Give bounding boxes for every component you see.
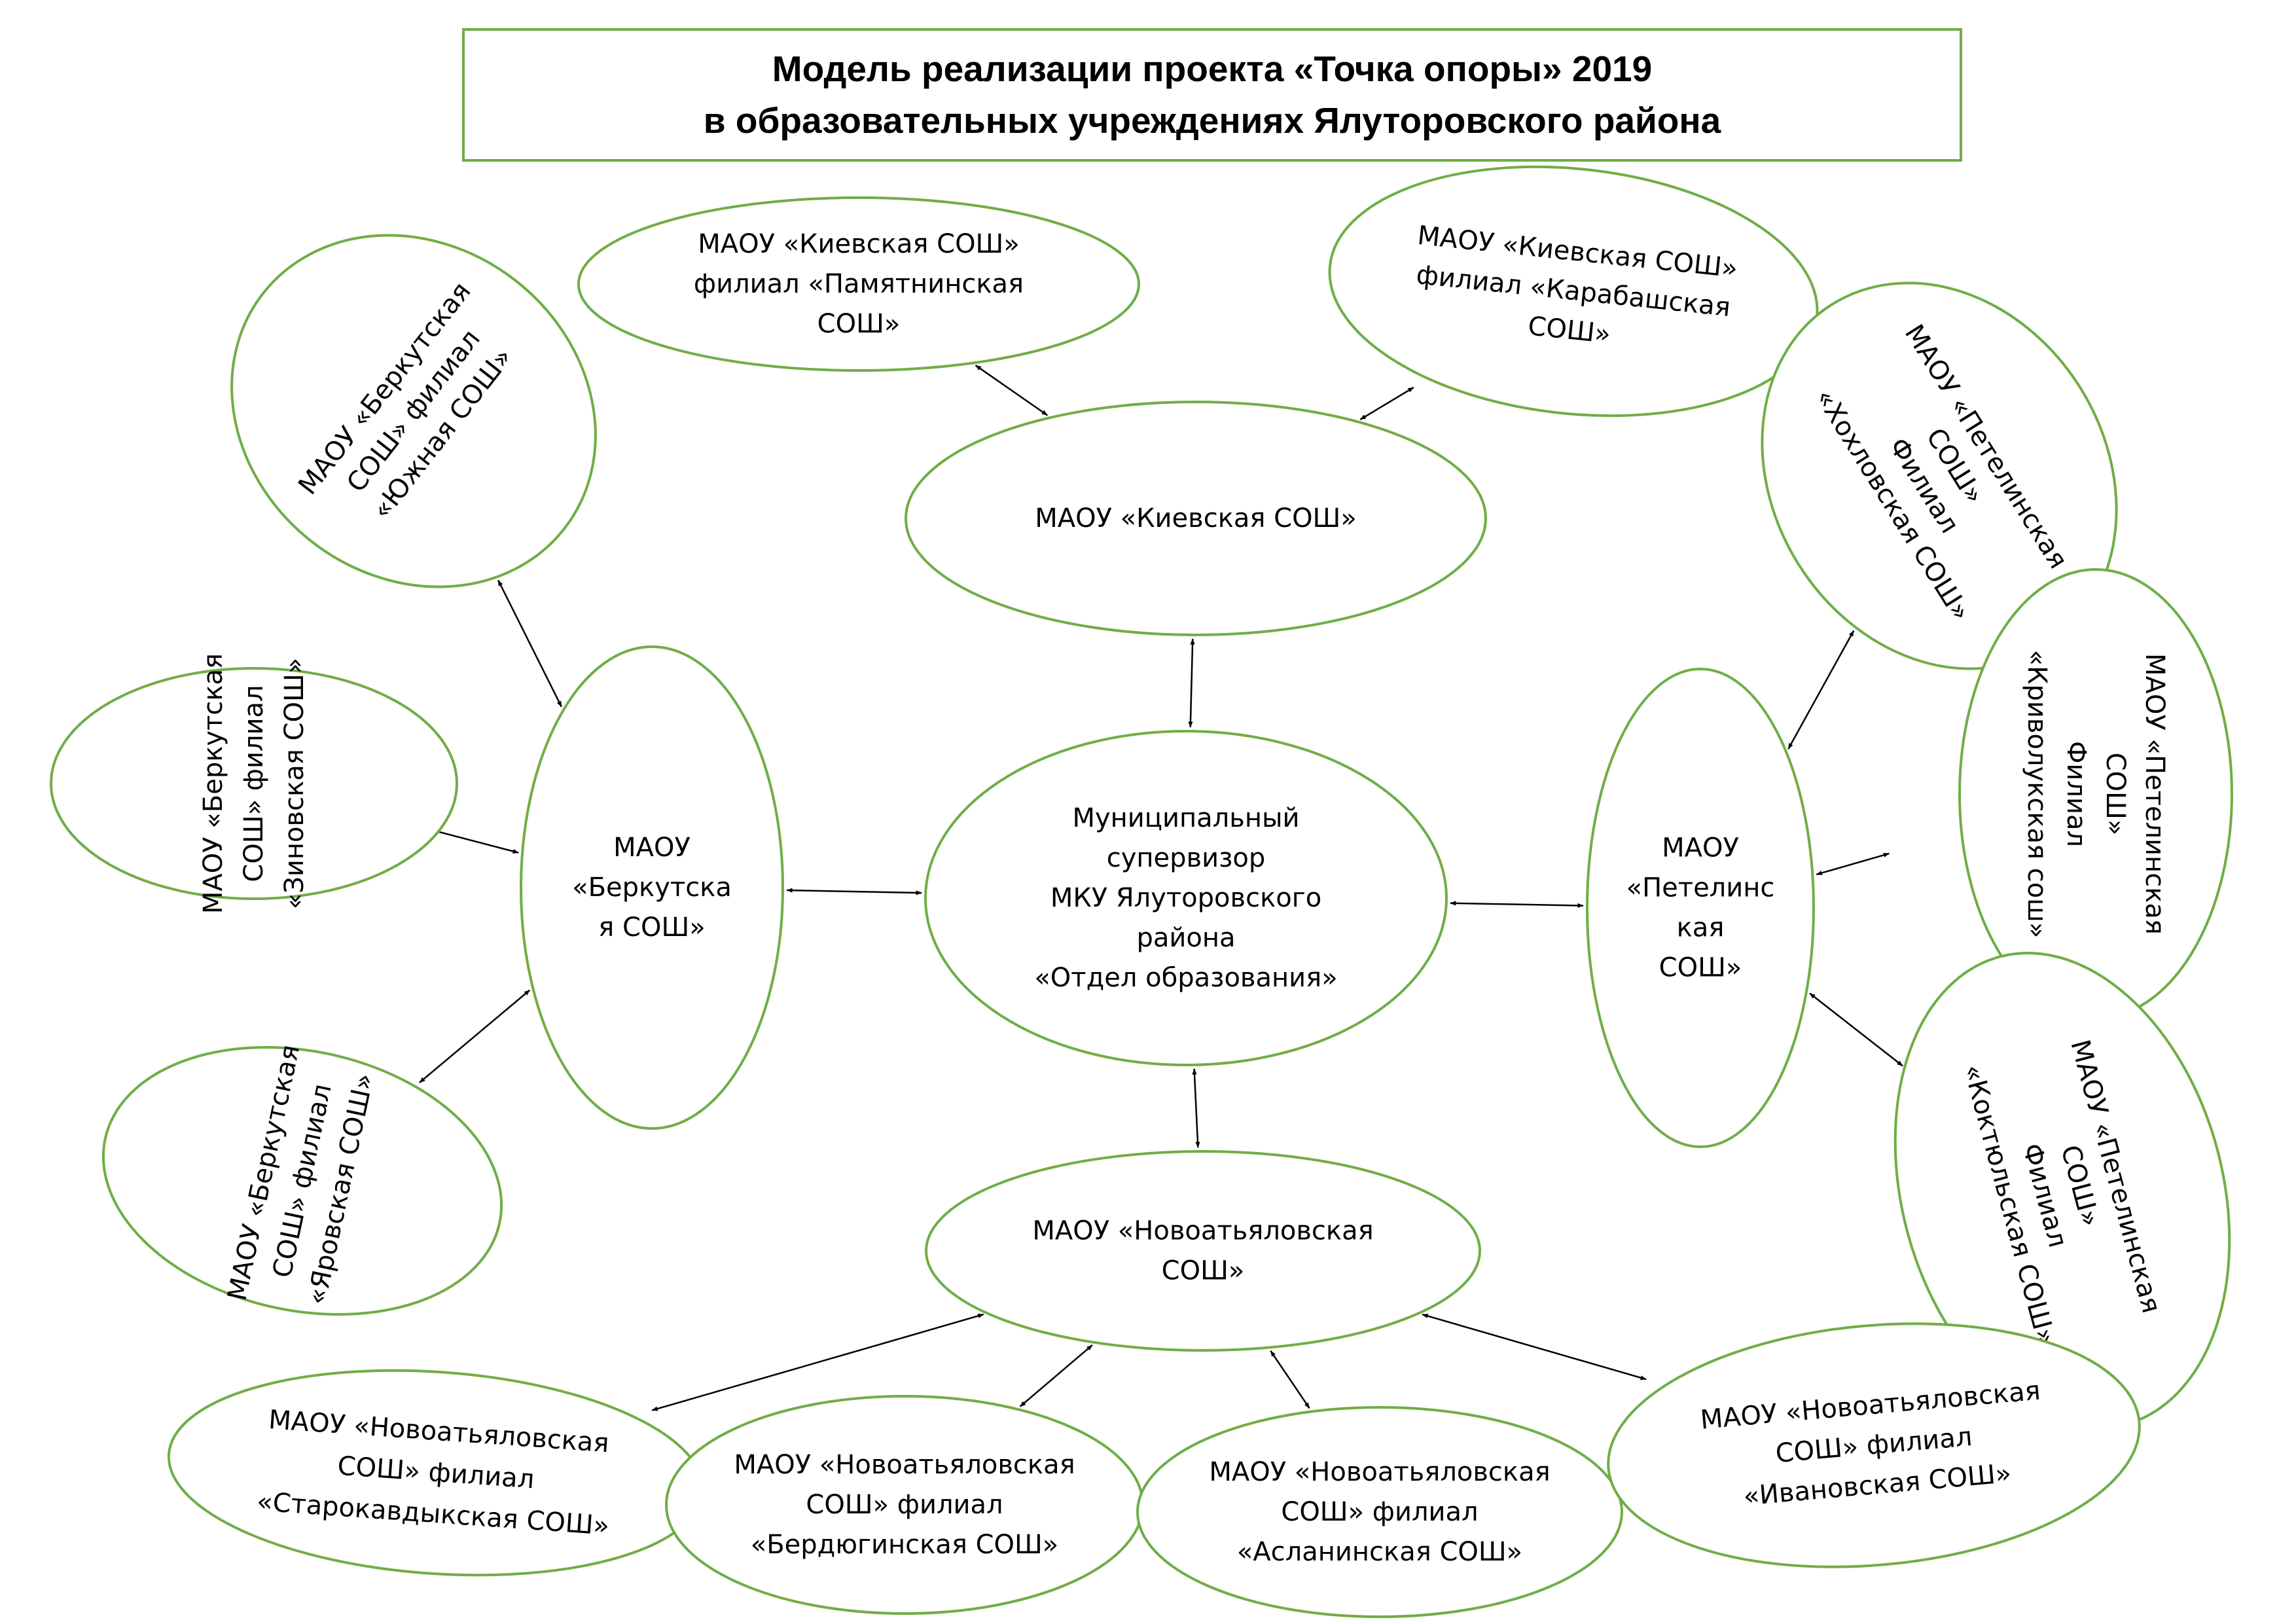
diagram-title: Модель реализации проекта «Точка опоры» … [462, 28, 1962, 162]
node-label-line: СОШ» [817, 309, 901, 339]
node-ellipse [1586, 668, 1815, 1148]
node-label-line: кая [1677, 913, 1725, 943]
node-label-line: МАОУ [613, 833, 691, 863]
node-label-line: «Петелинс [1626, 873, 1775, 903]
node-label-line: я СОШ» [598, 912, 705, 943]
node-label-line: СОШ» филиал [1281, 1497, 1478, 1527]
node-label-line: МАОУ «Новоатьяловская [1032, 1216, 1373, 1246]
node-label-line: МАОУ «Беркутская [198, 653, 228, 914]
node-label-line: «Зиновская СОШ» [279, 658, 310, 909]
node-label-line: МАОУ «Новоатьяловская [734, 1450, 1075, 1480]
node-label-line: «Бердюгинская СОШ» [751, 1530, 1059, 1560]
node-ellipse [101, 1046, 503, 1316]
node-ellipse [925, 1150, 1481, 1352]
node-label-line: МАОУ [1662, 833, 1739, 863]
arrow-center-berkutskaya [786, 888, 922, 895]
arrow-berkutskaya-yuzhnaya [497, 579, 563, 708]
arrow-center-petelinskaya [1450, 901, 1584, 909]
node-kievskaya: МАОУ «Киевская СОШ» [905, 401, 1487, 636]
node-ellipse [924, 730, 1448, 1066]
node-label-line: «Отдел образования» [1034, 963, 1337, 993]
node-ellipse [230, 234, 597, 588]
arrow-petelinskaya-krivoluk [1816, 852, 1890, 876]
node-label-line: супервизор [1107, 843, 1266, 873]
node-label-line: Муниципальный [1072, 803, 1299, 833]
connections [371, 365, 1903, 1411]
node-label-line: МАОУ «Киевская СОШ» [698, 229, 1020, 259]
node-label-line: МАОУ «Петелинская [2140, 653, 2170, 935]
arrow-center-kievskaya [1188, 638, 1195, 728]
node-ellipse [1136, 1406, 1623, 1618]
arrow-novoatyalovskaya-ivanovskaya [1422, 1313, 1647, 1380]
node-krivoluk: МАОУ «Петелинская СОШ» Филиал «Криволукская… [1958, 568, 2233, 1020]
node-label-line: СОШ» [1162, 1256, 1245, 1286]
node-label-line: филиал «Памятнинская [694, 269, 1024, 299]
node-pamyatninskaya: МАОУ «Киевская СОШ» филиал «ПамятнинскаяС… [577, 196, 1140, 372]
node-berkutskaya: МАОУ «Беркутска я СОШ» [520, 645, 784, 1130]
node-label-line: СОШ» [2100, 753, 2130, 836]
arrow-novoatyalovskaya-berdyuginskaya [1019, 1344, 1093, 1407]
node-label-line: СОШ» филиал [806, 1490, 1003, 1520]
arrow-petelinskaya-koktyulskaya [1809, 992, 1903, 1067]
title-line-2: в образовательных учреждениях Ялуторовск… [703, 100, 1721, 141]
node-label-line: МКУ Ялуторовского [1050, 883, 1321, 913]
node-ellipse [520, 645, 784, 1130]
node-label-line: СОШ» филиал [239, 685, 269, 882]
arrow-kievskaya-pamyatninskaya [975, 365, 1049, 416]
node-label-line: «Беркутска [572, 873, 732, 903]
node-ellipse [1607, 1322, 2141, 1568]
arrow-berkutskaya-yarovskaya [419, 989, 531, 1083]
node-ellipse [577, 196, 1140, 372]
node-label-line: района [1136, 923, 1235, 953]
arrow-novoatyalovskaya-starokavdykskaya [651, 1313, 984, 1411]
node-ellipse [1958, 568, 2233, 1020]
node-label-line: МАОУ «Киевская СОШ» [1035, 503, 1357, 533]
node-koktyulskaya: МАОУ «ПетелинскаяСОШ»Филиал«Коктюльская … [1893, 952, 2231, 1430]
node-karabashskaya: МАОУ «Киевская СОШ»филиал «КарабашскаяСО… [1328, 165, 1819, 418]
node-zinovskaya: МАОУ «Беркутская СОШ» филиал «Зиновская СО… [50, 653, 458, 914]
node-label-line: СОШ» [1659, 953, 1742, 983]
node-label-line: Филиал [2061, 741, 2091, 847]
node-label-line: МАОУ «Новоатьяловская [1209, 1457, 1550, 1487]
arrow-kievskaya-karabashskaya [1359, 386, 1414, 420]
node-ellipse [905, 401, 1487, 636]
title-line-1: Модель реализации проекта «Точка опоры» … [772, 48, 1653, 89]
arrow-center-novoatyalovskaya [1192, 1068, 1200, 1148]
node-ellipse [50, 667, 458, 900]
node-label-line: «Криволукская сош» [2022, 650, 2052, 939]
node-label-line: «Асланинская СОШ» [1237, 1537, 1522, 1567]
arrow-petelinskaya-khokhlovskaya [1787, 630, 1855, 749]
arrow-novoatyalovskaya-aslaninskaya [1270, 1350, 1310, 1409]
